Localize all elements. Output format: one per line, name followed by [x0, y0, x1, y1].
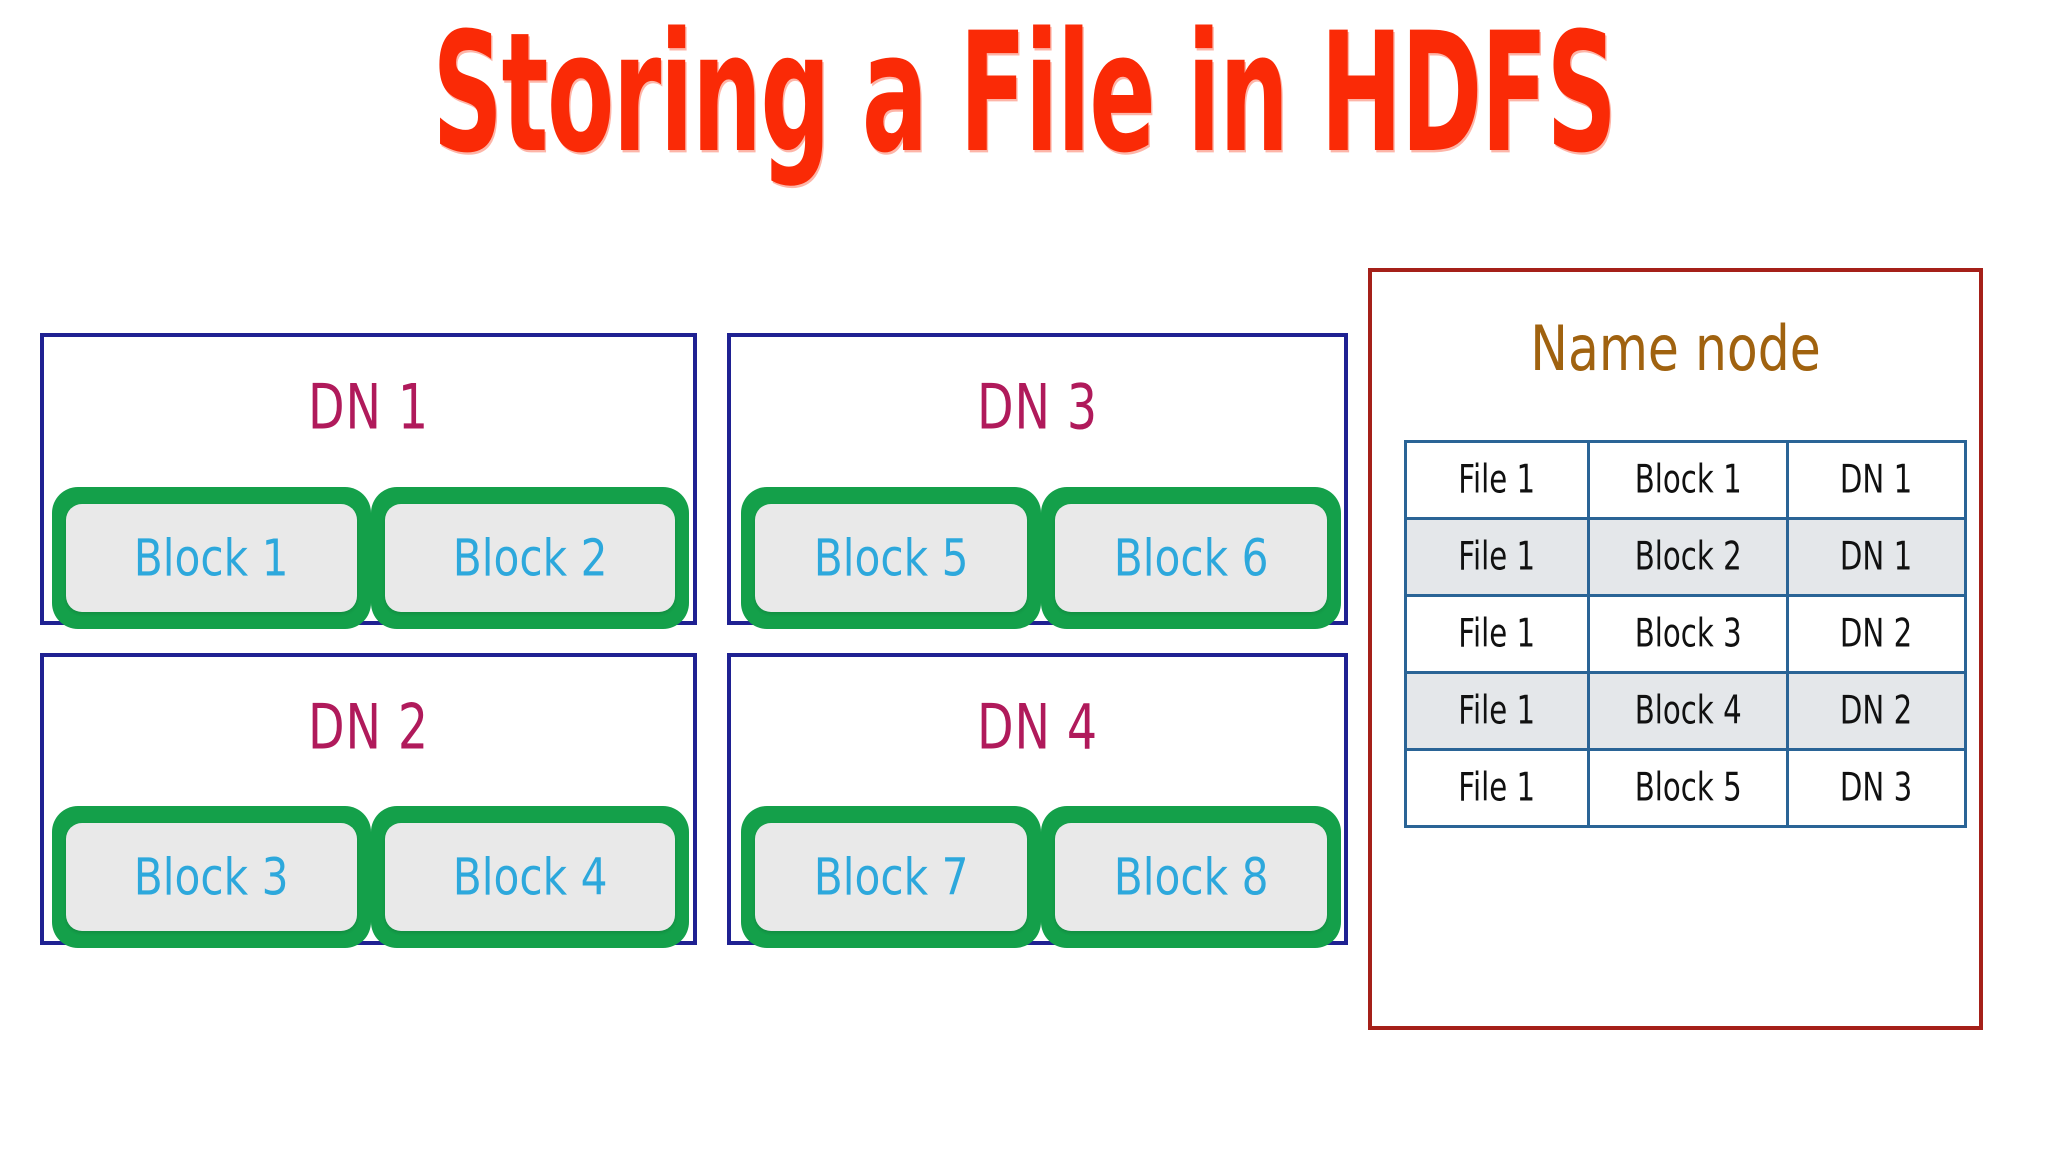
table-row[interactable]: File 1 Block 2 DN 1 — [1404, 517, 1967, 597]
block-inner: Block 4 — [384, 823, 675, 931]
page-title: Storing a File in HDFS — [432, 0, 1617, 191]
block-cell[interactable]: Block 2 — [370, 487, 689, 629]
table-cell-file: File 1 — [1404, 440, 1590, 520]
table-cell-block: Block 3 — [1587, 594, 1789, 674]
block-label: Block 6 — [1113, 528, 1269, 588]
table-row[interactable]: File 1 Block 1 DN 1 — [1404, 440, 1967, 520]
table-row[interactable]: File 1 Block 3 DN 2 — [1404, 594, 1967, 674]
block-inner: Block 5 — [755, 504, 1027, 612]
table-cell-datanode: DN 2 — [1786, 594, 1967, 674]
table-row[interactable]: File 1 Block 5 DN 3 — [1404, 748, 1967, 828]
namenode-title: Name node — [1530, 313, 1821, 386]
block-strip-dn1: Block 1 Block 2 — [52, 487, 689, 629]
namenode-block-map-table: File 1 Block 1 DN 1 File 1 Block 2 DN 1 … — [1404, 440, 1967, 828]
datanode-label: DN 2 — [308, 691, 429, 764]
table-cell-datanode: DN 1 — [1786, 440, 1967, 520]
block-label: Block 2 — [452, 528, 608, 588]
block-inner: Block 1 — [66, 504, 357, 612]
table-cell-block: Block 4 — [1587, 671, 1789, 751]
table-cell-file: File 1 — [1404, 748, 1590, 828]
block-inner: Block 3 — [66, 823, 357, 931]
block-cell[interactable]: Block 1 — [52, 487, 371, 629]
table-cell-file: File 1 — [1404, 517, 1590, 597]
block-inner: Block 2 — [384, 504, 675, 612]
datanode-label: DN 3 — [977, 371, 1098, 444]
block-label: Block 3 — [133, 847, 289, 907]
block-cell[interactable]: Block 7 — [741, 806, 1041, 948]
block-cell[interactable]: Block 6 — [1041, 487, 1341, 629]
block-label: Block 7 — [813, 847, 969, 907]
table-cell-file: File 1 — [1404, 671, 1590, 751]
table-row[interactable]: File 1 Block 4 DN 2 — [1404, 671, 1967, 751]
block-strip-dn3: Block 5 Block 6 — [741, 487, 1341, 629]
table-cell-datanode: DN 1 — [1786, 517, 1967, 597]
table-cell-file: File 1 — [1404, 594, 1590, 674]
block-inner: Block 7 — [755, 823, 1027, 931]
table-cell-block: Block 5 — [1587, 748, 1789, 828]
table-cell-block: Block 1 — [1587, 440, 1789, 520]
datanode-label: DN 1 — [308, 371, 429, 444]
block-label: Block 5 — [813, 528, 969, 588]
block-cell[interactable]: Block 4 — [370, 806, 689, 948]
datanode-label: DN 4 — [977, 691, 1098, 764]
table-cell-datanode: DN 3 — [1786, 748, 1967, 828]
block-strip-dn4: Block 7 Block 8 — [741, 806, 1341, 948]
block-cell[interactable]: Block 5 — [741, 487, 1041, 629]
block-label: Block 1 — [133, 528, 289, 588]
block-label: Block 8 — [1113, 847, 1269, 907]
table-cell-datanode: DN 2 — [1786, 671, 1967, 751]
table-cell-block: Block 2 — [1587, 517, 1789, 597]
block-inner: Block 6 — [1055, 504, 1327, 612]
block-cell[interactable]: Block 8 — [1041, 806, 1341, 948]
block-inner: Block 8 — [1055, 823, 1327, 931]
block-cell[interactable]: Block 3 — [52, 806, 371, 948]
block-label: Block 4 — [452, 847, 608, 907]
block-strip-dn2: Block 3 Block 4 — [52, 806, 689, 948]
